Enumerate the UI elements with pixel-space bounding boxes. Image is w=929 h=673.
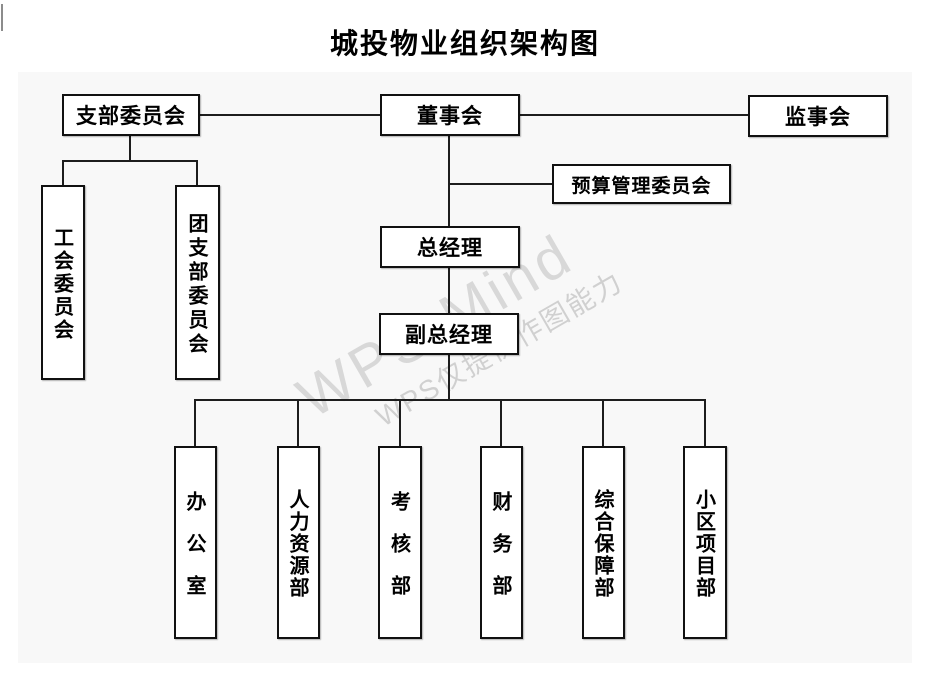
node-supervisory-board-label: 监事会 — [785, 104, 851, 129]
node-human-resources-dept-label: 人力资源部 — [286, 488, 310, 599]
connector-leg-office — [194, 400, 196, 446]
node-branch-committee-label: 支部委员会 — [76, 103, 186, 128]
node-board-of-directors: 董事会 — [380, 94, 520, 136]
node-labor-union-committee: 工会委员会 — [41, 185, 85, 380]
connector-dept-bar — [194, 399, 706, 401]
node-budget-management-committee: 预算管理委员会 — [552, 164, 731, 204]
connector-board-to-supervisory — [520, 114, 748, 116]
connector-budget-branch — [449, 183, 552, 185]
node-finance-dept: 财务部 — [480, 446, 523, 639]
connector-gm-to-dgm — [448, 268, 450, 313]
node-deputy-general-manager-label: 副总经理 — [405, 322, 493, 347]
connector-leg-labor-union — [62, 160, 64, 185]
connector-leg-hr — [297, 400, 299, 446]
node-youth-league-branch-committee-label: 团支部委员会 — [185, 212, 209, 357]
node-human-resources-dept: 人力资源部 — [277, 446, 320, 639]
node-labor-union-committee-label: 工会委员会 — [50, 226, 75, 342]
connector-board-to-gm-spine — [448, 136, 450, 226]
node-assessment-dept: 考核部 — [378, 446, 422, 639]
node-branch-committee: 支部委员会 — [62, 94, 200, 136]
node-board-of-directors-label: 董事会 — [417, 103, 483, 128]
connector-branch-bar — [62, 160, 198, 162]
node-supervisory-board: 监事会 — [748, 95, 888, 137]
connector-leg-youth-league — [196, 160, 198, 185]
node-community-project-dept: 小区项目部 — [683, 446, 727, 639]
node-general-support-dept: 综合保障部 — [582, 446, 625, 639]
connector-leg-assessment — [399, 400, 401, 446]
connector-leg-community — [704, 400, 706, 446]
node-office: 办公室 — [174, 446, 217, 639]
connector-branch-drop — [129, 136, 131, 162]
screen-edge-artifact — [1, 4, 3, 31]
node-general-manager-label: 总经理 — [417, 235, 483, 260]
connector-leg-finance — [500, 400, 502, 446]
node-general-support-dept-label: 综合保障部 — [591, 488, 615, 599]
node-finance-dept-label: 财务部 — [489, 490, 513, 617]
node-community-project-dept-label: 小区项目部 — [692, 488, 717, 599]
connector-branch-to-board — [200, 114, 380, 116]
chart-title: 城投物业组织架构图 — [329, 27, 600, 60]
node-youth-league-branch-committee: 团支部委员会 — [175, 185, 220, 380]
node-assessment-dept-label: 考核部 — [387, 490, 412, 617]
node-budget-management-committee-label: 预算管理委员会 — [571, 174, 712, 197]
connector-leg-support — [602, 400, 604, 446]
diagram-panel — [18, 72, 912, 663]
node-deputy-general-manager: 副总经理 — [379, 313, 519, 355]
connector-dgm-drop — [448, 355, 450, 400]
node-office-label: 办公室 — [183, 490, 207, 617]
node-general-manager: 总经理 — [380, 226, 520, 268]
